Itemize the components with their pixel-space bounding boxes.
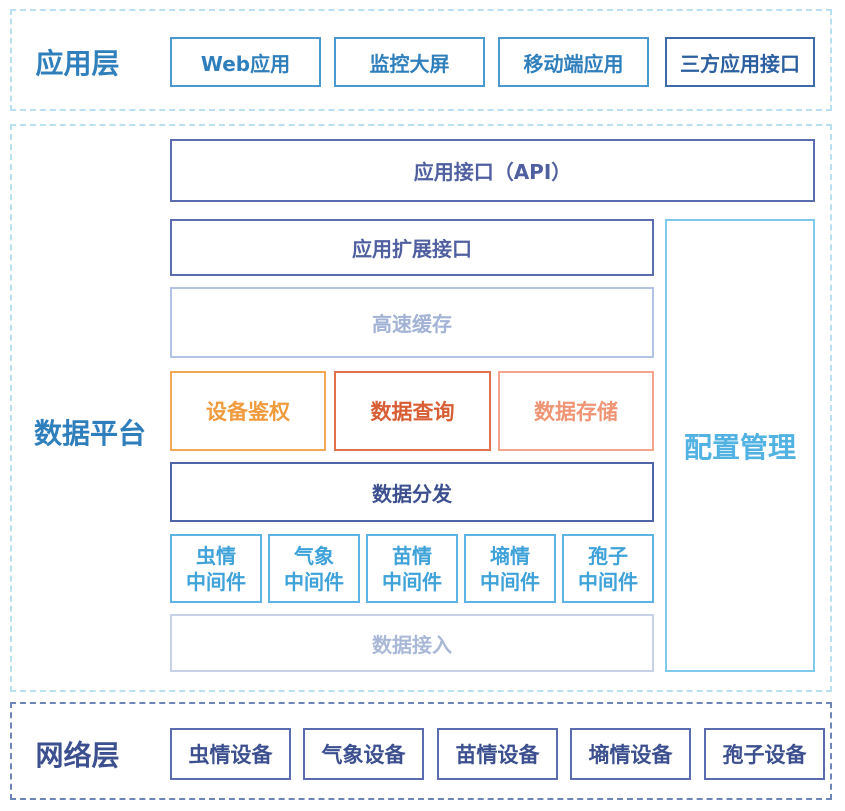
config-management-box: 配置管理 bbox=[665, 219, 815, 672]
middleware-weather-line2: 中间件 bbox=[284, 569, 344, 594]
middleware-spore-line1: 孢子 bbox=[588, 543, 628, 568]
cache-box: 高速缓存 bbox=[170, 287, 654, 358]
data-storage-box: 数据存储 bbox=[498, 371, 654, 451]
data-distribution-box: 数据分发 bbox=[170, 462, 654, 522]
spore-device-box: 孢子设备 bbox=[704, 728, 825, 780]
data-query-box: 数据查询 bbox=[334, 371, 491, 451]
middleware-pest-box: 虫情 中间件 bbox=[170, 534, 262, 603]
web-app-box: Web应用 bbox=[170, 37, 321, 87]
weather-device-box: 气象设备 bbox=[303, 728, 424, 780]
data-platform-frame bbox=[10, 124, 832, 692]
network-layer-frame bbox=[10, 702, 832, 800]
pest-device-box: 虫情设备 bbox=[170, 728, 291, 780]
data-ingestion-box: 数据接入 bbox=[170, 614, 654, 672]
monitor-screen-box: 监控大屏 bbox=[334, 37, 485, 87]
mobile-app-box: 移动端应用 bbox=[498, 37, 649, 87]
middleware-seedling-line2: 中间件 bbox=[382, 569, 442, 594]
extension-api-box: 应用扩展接口 bbox=[170, 219, 654, 276]
middleware-weather-box: 气象 中间件 bbox=[268, 534, 360, 603]
application-layer-frame bbox=[10, 9, 832, 111]
data-platform-label: 数据平台 bbox=[33, 417, 146, 450]
middleware-spore-line2: 中间件 bbox=[578, 569, 638, 594]
middleware-soil-line2: 中间件 bbox=[480, 569, 540, 594]
middleware-pest-line1: 虫情 bbox=[196, 543, 236, 568]
device-auth-box: 设备鉴权 bbox=[170, 371, 326, 451]
seedling-device-box: 苗情设备 bbox=[437, 728, 558, 780]
middleware-soil-line1: 墒情 bbox=[490, 543, 530, 568]
third-party-api-box: 三方应用接口 bbox=[665, 37, 815, 87]
middleware-weather-line1: 气象 bbox=[294, 543, 334, 568]
application-layer-label: 应用层 bbox=[35, 47, 120, 80]
network-layer-label: 网络层 bbox=[35, 739, 120, 772]
middleware-pest-line2: 中间件 bbox=[186, 569, 246, 594]
soil-device-box: 墒情设备 bbox=[570, 728, 691, 780]
middleware-seedling-line1: 苗情 bbox=[392, 543, 432, 568]
middleware-spore-box: 孢子 中间件 bbox=[562, 534, 654, 603]
middleware-seedling-box: 苗情 中间件 bbox=[366, 534, 458, 603]
api-box: 应用接口（API） bbox=[170, 139, 815, 202]
middleware-soil-box: 墒情 中间件 bbox=[464, 534, 556, 603]
